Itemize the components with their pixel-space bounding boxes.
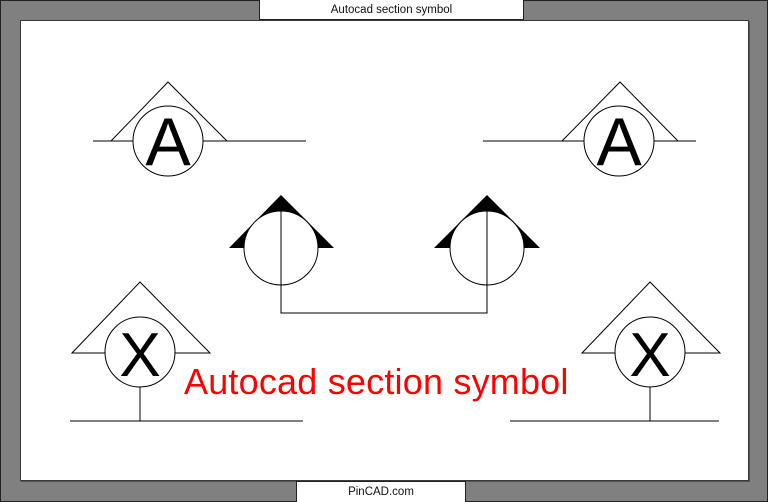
footer-tab: PinCAD.com — [296, 481, 466, 502]
label-circle — [583, 105, 655, 177]
drawing-canvas — [20, 20, 749, 481]
title-tab: Autocad section symbol — [259, 0, 524, 20]
section-symbol-bottom-left: X — [70, 281, 303, 422]
section-symbol-top-right: A — [483, 81, 696, 180]
title-text: Autocad section symbol — [330, 4, 453, 16]
section-symbol-top-left: A — [93, 81, 306, 180]
triangle-head — [110, 81, 228, 142]
cut-connector-line — [280, 211, 488, 314]
section-label-a: A — [596, 104, 642, 180]
section-label-x: X — [119, 321, 160, 390]
section-cut-line — [229, 195, 540, 314]
caption-text: Autocad section symbol — [184, 361, 569, 402]
section-label-x: X — [629, 321, 670, 390]
footer-text: PinCAD.com — [348, 486, 414, 498]
label-circle — [132, 105, 204, 177]
triangle-head — [561, 81, 679, 142]
section-symbol-bottom-right: X — [510, 281, 722, 422]
section-label-a: A — [145, 104, 191, 180]
